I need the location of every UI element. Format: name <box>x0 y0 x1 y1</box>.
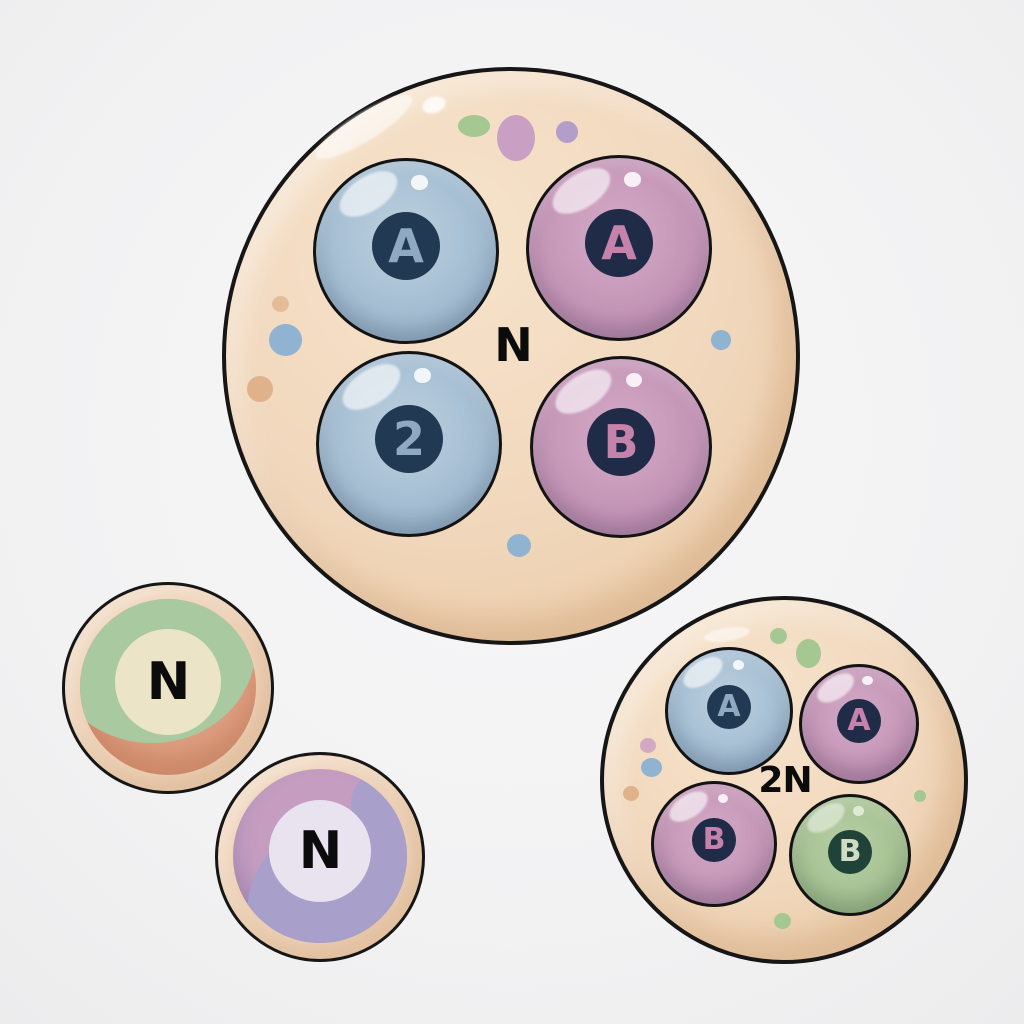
cell-small-n-top: N <box>62 582 274 794</box>
sphere-highlight-dot <box>624 172 641 187</box>
organelle-dot-blue <box>269 324 302 356</box>
cytoplasm: N <box>80 599 256 775</box>
cell-large-n: A A 2 B <box>222 67 800 645</box>
organelle-dot-green <box>770 628 787 644</box>
chromosome-label-badge: 2 <box>375 404 443 473</box>
sphere-highlight-dot <box>411 175 428 190</box>
ploidy-label-n: N <box>146 651 191 712</box>
chromosome-label: 2 <box>392 411 425 466</box>
sphere-highlight-dot <box>414 368 431 383</box>
chromosome-a-pink: A <box>799 664 919 784</box>
organelle-dot-green <box>458 115 490 137</box>
organelle-dot-green <box>914 790 926 802</box>
chromosome-label: A <box>717 689 741 725</box>
organelle-dot-mauve <box>497 115 535 161</box>
chromosome-label-badge: A <box>837 698 881 743</box>
membrane-highlight <box>309 85 419 169</box>
chromosome-label: B <box>702 822 726 858</box>
ploidy-label-2n: 2N <box>758 760 812 801</box>
organelle-dot-purple <box>556 121 578 143</box>
sphere-highlight-dot <box>626 373 643 388</box>
organelle-dot-beige <box>247 376 273 402</box>
chromosome-label-badge: A <box>372 211 440 280</box>
organelle-dot-green <box>796 639 821 668</box>
sphere-highlight-dot <box>862 676 873 686</box>
sphere-highlight-dot <box>853 806 864 816</box>
chromosome-label: A <box>388 218 424 273</box>
chromosome-b-pink: B <box>530 356 712 538</box>
cell-small-n-bottom: N <box>215 752 425 962</box>
ploidy-label-n-large: N <box>494 318 532 372</box>
chromosome-a-blue: A <box>313 158 499 344</box>
membrane-highlight <box>703 624 751 645</box>
cytoplasm: N <box>233 769 407 943</box>
organelle-dot-pink <box>640 738 656 753</box>
chromosome-label: B <box>603 414 639 469</box>
sphere-highlight-dot <box>732 659 744 670</box>
chromosome-b-green: B <box>789 794 911 916</box>
organelle-dot-green <box>774 913 791 929</box>
chromosome-label-badge: A <box>585 208 653 277</box>
sphere-highlight-dot <box>717 793 729 804</box>
nucleus: N <box>115 628 221 735</box>
organelle-dot-blue <box>507 534 531 557</box>
chromosome-label-badge: B <box>587 407 655 476</box>
ploidy-label-n: N <box>298 820 343 881</box>
nucleus: N <box>269 799 371 902</box>
organelle-dot-blue <box>641 758 662 777</box>
membrane-highlight <box>419 93 449 117</box>
organelle-dot-blue <box>711 330 731 350</box>
organelle-dot-beige <box>272 296 289 312</box>
chromosome-label: A <box>847 702 871 738</box>
chromosome-label: A <box>601 215 637 270</box>
chromosome-label-badge: B <box>828 829 872 874</box>
chromosome-label-badge: A <box>707 685 751 730</box>
chromosome-2-blue: 2 <box>316 351 502 537</box>
chromosome-b-pink: B <box>651 781 777 907</box>
organelle-dot-beige <box>623 786 639 801</box>
chromosome-label-badge: B <box>692 818 736 863</box>
cell-2n: A A B B <box>600 596 968 964</box>
chromosome-a-pink: A <box>526 155 712 341</box>
chromosome-a-blue: A <box>665 647 793 775</box>
chromosome-label: B <box>838 833 862 869</box>
